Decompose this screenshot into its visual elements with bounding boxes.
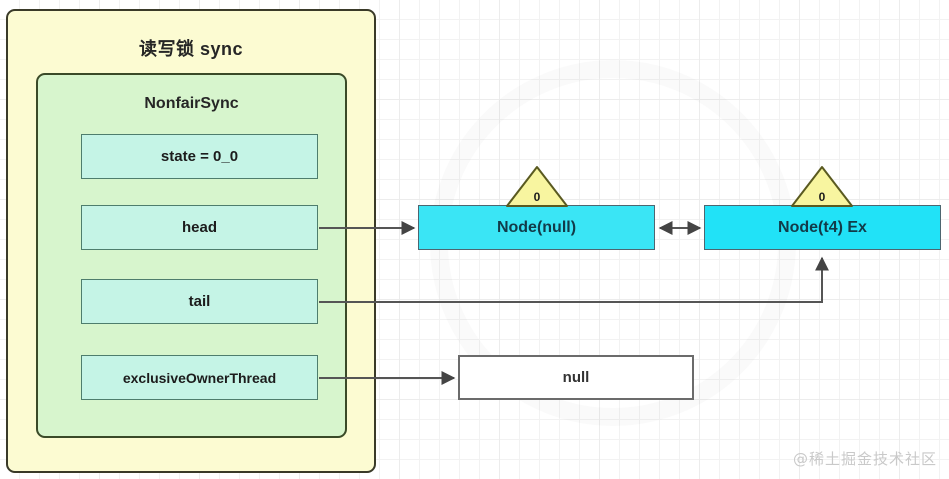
field-box-tail: tail [81, 279, 318, 324]
field-label-head: head [181, 219, 217, 236]
node-box-head: Node(null) [418, 205, 655, 250]
node-box-tail: Node(t4) Ex [704, 205, 941, 250]
triangle-icon [506, 166, 568, 207]
field-box-state: state = 0_0 [81, 134, 318, 179]
wait-status-triangle-tail: 0 [790, 165, 854, 207]
null-value-label: null [562, 369, 590, 386]
null-value-box: null [458, 355, 694, 400]
outer-container-title: 读写锁 sync [138, 39, 244, 59]
wait-status-triangle-head: 0 [505, 165, 569, 207]
wait-status-value-tail: 0 [818, 190, 826, 204]
triangle-icon [791, 166, 853, 207]
watermark-text: @稀土掘金技术社区 [792, 450, 937, 468]
field-label-state: state = 0_0 [160, 148, 239, 165]
node-label-head: Node(null) [496, 218, 577, 236]
wait-status-value-head: 0 [533, 190, 541, 204]
field-box-exclusive-owner-thread: exclusiveOwnerThread [81, 355, 318, 400]
field-label-tail: tail [188, 293, 211, 310]
inner-container-title: NonfairSync [144, 95, 239, 112]
field-box-head: head [81, 205, 318, 250]
edge-tail-to-node-tail [319, 256, 829, 303]
node-label-tail: Node(t4) Ex [778, 218, 867, 236]
field-label-exclusive-owner-thread: exclusiveOwnerThread [122, 369, 277, 386]
